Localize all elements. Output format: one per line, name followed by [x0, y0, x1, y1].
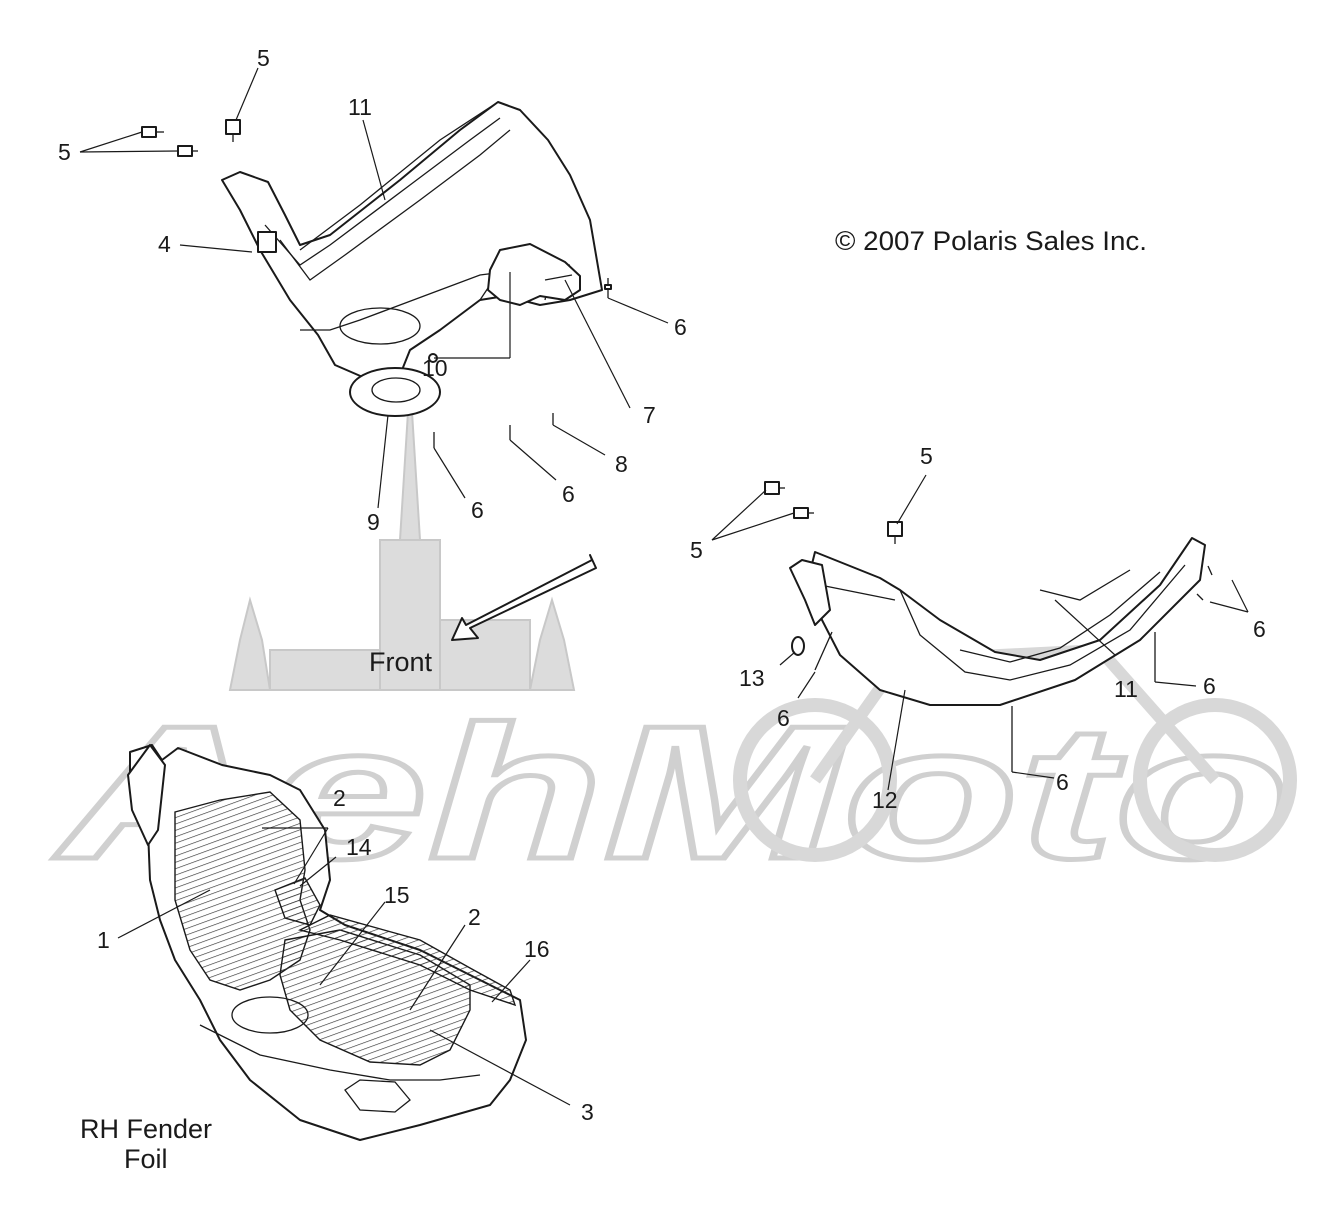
bolt-5-upper-c: [225, 119, 241, 142]
fender-right: [789, 537, 1206, 706]
callout-6-f: 6: [777, 705, 790, 731]
callout-11-a: 11: [348, 94, 372, 120]
fastener-6-a: [604, 278, 612, 298]
ring-9: [349, 367, 441, 417]
callout-4: 4: [158, 231, 171, 257]
grommet-13: [791, 636, 805, 656]
callout-6-e: 6: [1203, 673, 1216, 699]
callout-numbers: 5 5 11 4 6 10 7 8 6 6 9 5 5 6 6 13 6 11 …: [58, 45, 1266, 1125]
bolt-5-upper-b: [177, 145, 198, 157]
bolt-5-right-a: [764, 481, 785, 495]
bolt-5-right-b: [793, 507, 814, 519]
callout-10: 10: [422, 355, 448, 381]
copyright-text: © 2007 Polaris Sales Inc.: [835, 226, 1147, 256]
callout-11-b: 11: [1114, 676, 1138, 702]
callout-8: 8: [615, 451, 628, 477]
callout-7: 7: [643, 402, 656, 428]
callout-9: 9: [367, 509, 380, 535]
fastener-6-right-d: [1196, 565, 1213, 601]
callout-2-b: 2: [468, 904, 481, 930]
callout-16: 16: [524, 936, 550, 962]
callout-15: 15: [384, 882, 410, 908]
rh-fender-label-line1: RH Fender: [80, 1114, 212, 1144]
callout-13: 13: [739, 665, 765, 691]
fender-rh-foil: [127, 744, 527, 1141]
front-arrow: [451, 554, 597, 641]
bolt-5-right-c: [887, 521, 903, 544]
callout-5-c: 5: [920, 443, 933, 469]
callout-5-a: 5: [257, 45, 270, 71]
callout-14: 14: [346, 834, 372, 860]
fastener-6-right-a: [814, 631, 833, 671]
callout-2-a: 2: [333, 785, 346, 811]
rh-fender-label-line2: Foil: [124, 1144, 168, 1174]
callout-5-b: 5: [58, 139, 71, 165]
watermark-skyline: [228, 379, 576, 691]
callout-1: 1: [97, 927, 110, 953]
callout-6-c: 6: [471, 497, 484, 523]
callout-6-a: 6: [674, 314, 687, 340]
callout-6-d: 6: [1253, 616, 1266, 642]
callout-3: 3: [581, 1099, 594, 1125]
front-label: Front: [369, 647, 433, 677]
leader-lines: [79, 67, 1249, 1106]
callout-6-b: 6: [562, 481, 575, 507]
callout-5-d: 5: [690, 537, 703, 563]
fender-upper-left: [221, 101, 603, 379]
bolt-5-upper-a: [141, 126, 164, 138]
callout-6-g: 6: [1056, 769, 1069, 795]
callout-12: 12: [872, 787, 898, 813]
